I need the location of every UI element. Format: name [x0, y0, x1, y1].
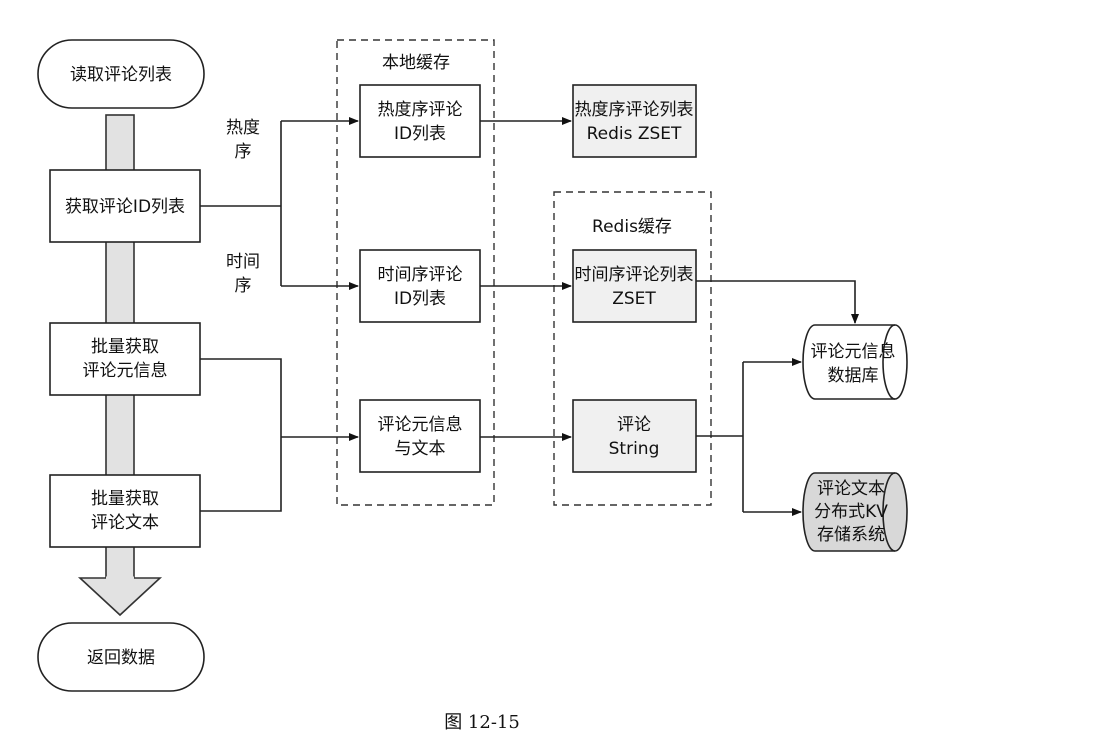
meta-text-line1: 评论元信息 [378, 415, 463, 435]
kv-store-cylinder: 评论文本 分布式KV 存储系统 [802, 472, 908, 552]
redis-cache-title: Redis缓存 [592, 217, 672, 237]
kv-line2: 分布式KV [814, 502, 888, 522]
time-list-line2: ID列表 [394, 289, 446, 309]
start-label: 读取评论列表 [70, 65, 172, 85]
hot-list-line2: ID列表 [394, 124, 446, 144]
end-label: 返回数据 [87, 648, 155, 668]
svg-text:时间: 时间 [226, 252, 260, 272]
kv-line1: 评论文本 [817, 479, 885, 499]
connectors [200, 117, 859, 516]
meta-text-line2: 与文本 [395, 439, 446, 459]
redis-cache-group: Redis缓存 时间序评论列表 ZSET 评论 String [553, 191, 712, 506]
local-cache-group: 本地缓存 热度序评论 ID列表 时间序评论 ID列表 评论元信息 与文本 [336, 39, 495, 506]
step2-line1: 批量获取 [91, 337, 159, 357]
branch-label-time: 时间 序 [226, 252, 260, 296]
local-cache-title: 本地缓存 [382, 53, 450, 73]
hot-redis-line2: Redis ZSET [587, 124, 682, 144]
branch-label-hot: 热度 序 [226, 118, 260, 162]
meta-database-cylinder: 评论元信息 数据库 [802, 324, 908, 400]
step2-line2: 评论元信息 [83, 361, 168, 381]
svg-text:热度: 热度 [226, 118, 260, 138]
step3-line2: 评论文本 [91, 513, 159, 533]
start-terminal: 读取评论列表 [37, 39, 205, 109]
svg-text:序: 序 [235, 276, 252, 296]
time-zset-line2: ZSET [612, 289, 656, 309]
string-line2: String [609, 439, 660, 459]
meta-db-line1: 评论元信息 [811, 342, 896, 362]
string-line1: 评论 [617, 415, 651, 435]
step-get-id-list: 获取评论ID列表 [49, 169, 201, 243]
step-batch-meta: 批量获取 评论元信息 [49, 322, 201, 396]
hot-redis-zset: 热度序评论列表 Redis ZSET [572, 84, 697, 158]
step-batch-text: 批量获取 评论文本 [49, 474, 201, 548]
time-zset-line1: 时间序评论列表 [575, 265, 694, 285]
meta-db-line2: 数据库 [828, 366, 879, 386]
hot-redis-line1: 热度序评论列表 [575, 100, 694, 120]
step1-label: 获取评论ID列表 [65, 197, 185, 217]
time-list-line1: 时间序评论 [378, 265, 463, 285]
step3-line1: 批量获取 [91, 489, 159, 509]
svg-text:序: 序 [235, 142, 252, 162]
hot-list-line1: 热度序评论 [378, 100, 463, 120]
kv-line3: 存储系统 [817, 525, 885, 545]
end-terminal: 返回数据 [37, 622, 205, 692]
figure-caption: 图 12-15 [444, 712, 520, 733]
